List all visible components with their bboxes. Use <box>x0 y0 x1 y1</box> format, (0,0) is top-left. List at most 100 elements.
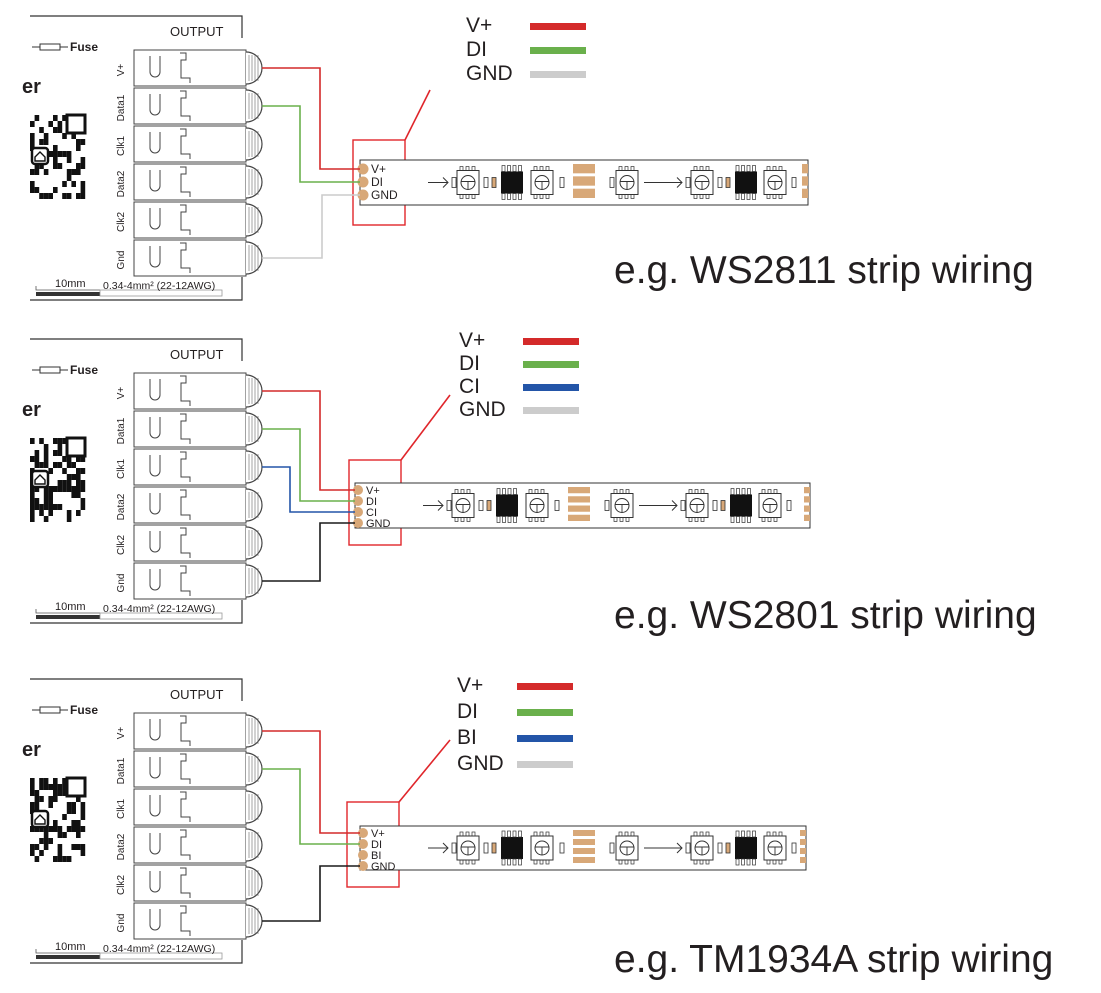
fuse-label: Fuse <box>70 40 98 54</box>
wires <box>262 730 360 922</box>
qr-module <box>80 808 86 814</box>
qr-module <box>34 504 40 510</box>
terminal-screw <box>245 165 263 199</box>
qr-module <box>62 856 67 862</box>
home-icon <box>30 469 50 489</box>
strip-pad <box>357 163 369 175</box>
resistor <box>483 842 489 854</box>
qr-module <box>80 814 86 820</box>
led-pin <box>465 166 470 171</box>
led-pin <box>773 489 778 494</box>
strip-pin-label-bi: BI <box>371 850 381 862</box>
qr-module <box>71 826 76 832</box>
terminal-screw <box>245 828 263 862</box>
qr-module <box>30 121 35 127</box>
resistor <box>717 842 723 854</box>
ic-pin <box>501 165 506 172</box>
ic-pin <box>501 193 506 200</box>
wire-gauge-label: 0.34-4mm² (22-12AWG) <box>103 280 215 292</box>
led-pin <box>624 166 629 171</box>
strip-pad <box>358 839 368 849</box>
qr-module <box>43 504 49 510</box>
led-pin <box>699 194 704 199</box>
home-icon <box>30 146 50 166</box>
led-pin <box>618 831 623 837</box>
strip-pin-label-di: DI <box>371 175 383 189</box>
led-pin <box>528 489 533 494</box>
wires <box>262 67 360 259</box>
led-pin <box>693 166 698 171</box>
qr-module <box>80 802 86 808</box>
led-lens-mark <box>620 181 634 190</box>
led-pin <box>699 859 704 865</box>
qr-module <box>39 438 44 444</box>
led-pin <box>454 517 459 522</box>
terminal-clamp <box>180 905 191 936</box>
terminal-clamp <box>180 867 191 898</box>
ic-pin <box>496 488 501 495</box>
led-pin <box>466 517 471 522</box>
qr-module <box>80 187 86 193</box>
strip-length-bar <box>36 955 100 959</box>
qr-module <box>34 187 40 193</box>
qr-module <box>43 838 49 844</box>
qr-module <box>43 486 49 492</box>
qr-module <box>30 139 35 145</box>
terminal-screw <box>245 127 263 161</box>
led-lens-mark <box>768 846 782 855</box>
ic-pin <box>507 830 511 838</box>
cut-pad <box>568 505 590 512</box>
ic-pin <box>496 516 501 523</box>
wire-gauge-label: 0.34-4mm² (22-12AWG) <box>103 943 215 955</box>
terminal-clamp <box>180 791 191 822</box>
qr-module <box>76 169 81 175</box>
legend-swatch-ci <box>523 384 579 391</box>
cut-pad <box>800 830 806 836</box>
strip-pad <box>353 507 363 517</box>
qr-module <box>30 516 35 522</box>
led-pin <box>630 166 635 171</box>
ic-pin <box>501 830 506 838</box>
cut-pad <box>804 496 810 503</box>
qr-module <box>43 133 49 139</box>
led-pin <box>772 194 777 199</box>
led-pin <box>688 489 693 494</box>
qr-module <box>62 814 67 820</box>
led-pin <box>539 166 544 171</box>
led-pin <box>533 194 538 199</box>
controller-outline <box>30 338 243 624</box>
led-pin <box>533 166 538 171</box>
terminal-clamp <box>180 242 191 273</box>
terminal-label-clk2: Clk2 <box>116 212 127 232</box>
led-pin <box>545 194 550 199</box>
qr-module <box>80 456 86 462</box>
qr-module <box>34 844 40 850</box>
qr-module <box>80 193 86 199</box>
led-pin <box>471 194 476 199</box>
terminal-clamp <box>180 489 191 520</box>
driver-ic <box>735 837 757 859</box>
qr-module <box>39 193 44 199</box>
ic-pin <box>518 193 522 200</box>
output-label: OUTPUT <box>170 687 224 702</box>
qr-module <box>30 844 35 850</box>
qr-module <box>66 480 72 486</box>
terminal-hole <box>149 417 161 439</box>
led-pin <box>459 166 464 171</box>
driver-ic <box>730 494 752 517</box>
data-direction-arrow <box>428 842 449 854</box>
led-pin <box>688 517 693 522</box>
qr-module <box>66 175 72 181</box>
terminal-screw <box>245 203 263 237</box>
qr-module <box>48 838 53 844</box>
qr-module <box>71 492 76 498</box>
qr-module <box>53 784 58 790</box>
qr-module <box>39 778 44 784</box>
qr-module <box>48 492 53 498</box>
ic-pin <box>512 193 517 200</box>
legend-swatch-vplus <box>523 338 579 345</box>
qr-module <box>48 802 53 808</box>
ic-pin <box>752 193 756 200</box>
